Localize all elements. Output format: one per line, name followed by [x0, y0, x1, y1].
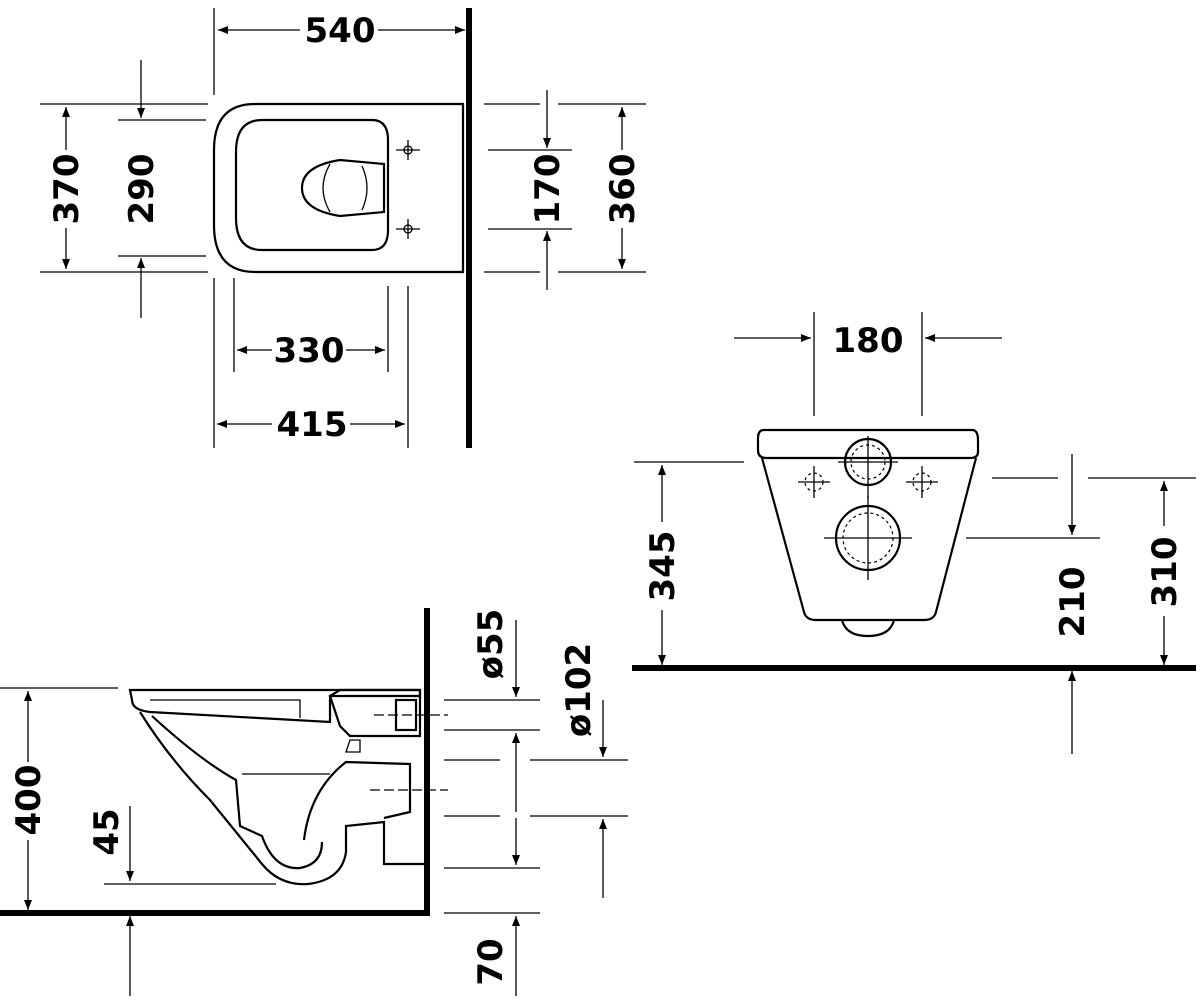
dim-70: 70 [471, 938, 511, 985]
dim-540: 540 [305, 11, 376, 51]
dim-290: 290 [122, 154, 162, 225]
side-view-rear-block [328, 688, 422, 738]
dim-diameter-55: ø55 [471, 609, 511, 680]
dim-415: 415 [277, 405, 348, 445]
front-view: 180 345 210 310 [632, 312, 1196, 754]
dim-45: 45 [87, 808, 127, 855]
dim-180: 180 [833, 321, 904, 361]
fixing-point-icon [906, 466, 938, 498]
side-view-bowl-outer [139, 711, 424, 886]
side-view-seat [128, 688, 422, 724]
fixing-point-icon [396, 219, 420, 239]
front-view-seat-rim [756, 428, 980, 460]
dim-330: 330 [274, 331, 345, 371]
side-view: 400 45 ø55 ø102 70 [0, 608, 628, 996]
top-view-flush-opening [300, 158, 386, 218]
dim-310: 310 [1145, 537, 1185, 608]
dim-210: 210 [1053, 567, 1093, 638]
top-view-bowl-outline [212, 102, 465, 274]
fixing-point-icon [798, 466, 830, 498]
side-view-trapway [302, 760, 412, 841]
dim-diameter-102: ø102 [559, 643, 599, 737]
dim-345: 345 [643, 531, 683, 602]
fixing-point-icon [396, 140, 420, 160]
front-view-bowl-body [760, 457, 978, 622]
dim-170: 170 [528, 154, 568, 225]
top-view-bowl-inner [234, 118, 390, 252]
side-view-bowl-inner [151, 715, 324, 870]
dim-370: 370 [47, 154, 87, 225]
top-view: 540 370 290 170 360 330 [40, 8, 646, 448]
dim-400: 400 [9, 765, 49, 836]
dim-360: 360 [603, 154, 643, 225]
